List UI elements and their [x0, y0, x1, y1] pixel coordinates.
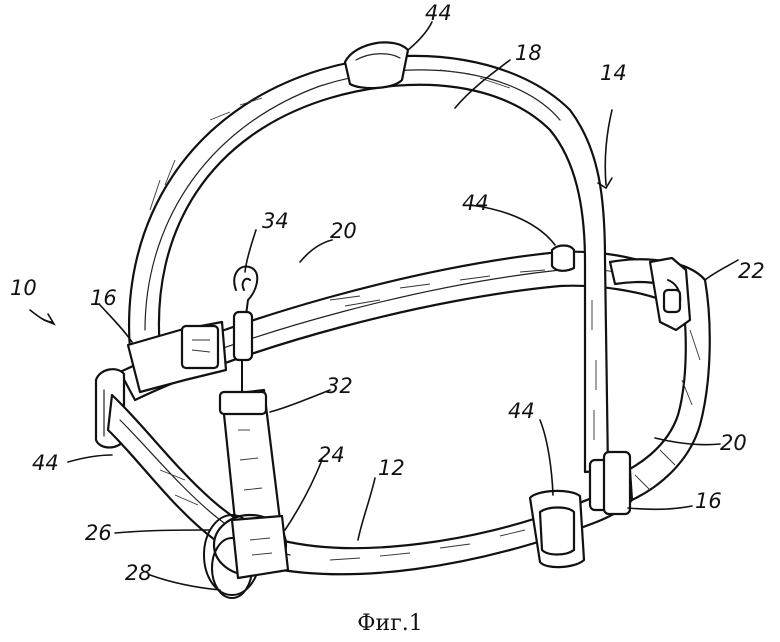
label-34: 34 — [262, 209, 289, 233]
keeper-loop-44-front — [528, 489, 586, 569]
label-16-right: 16 — [695, 489, 722, 513]
label-20-right: 20 — [720, 431, 747, 455]
left-junction-16 — [126, 320, 228, 394]
keeper-loop-44-top — [343, 41, 410, 90]
reference-labels: 44 18 14 44 34 20 22 10 16 32 44 20 24 4… — [10, 1, 765, 585]
label-28: 28 — [125, 561, 152, 585]
label-22: 22 — [738, 259, 765, 283]
snap-hook-34 — [232, 265, 259, 393]
label-20-top: 20 — [330, 219, 357, 243]
figure-caption: Фиг.1 — [357, 611, 422, 636]
label-44-mid: 44 — [462, 191, 489, 215]
label-44-left: 44 — [32, 451, 59, 475]
ring-assembly-24-26-28 — [203, 513, 290, 599]
label-26: 26 — [85, 521, 112, 545]
right-junction-16 — [588, 450, 632, 516]
leader-lines — [29, 21, 739, 591]
label-44-front: 44 — [508, 399, 535, 423]
label-16-left: 16 — [90, 286, 117, 310]
top-strap-18 — [127, 54, 610, 474]
label-44-top: 44 — [425, 1, 452, 25]
label-14: 14 — [600, 61, 627, 85]
lead-strap-32 — [218, 388, 282, 532]
buckle-22 — [648, 256, 692, 332]
keeper-loop-44-mid — [550, 244, 576, 272]
label-12: 12 — [378, 456, 405, 480]
label-10: 10 — [10, 276, 37, 300]
label-18: 18 — [515, 41, 542, 65]
label-24: 24 — [318, 443, 345, 467]
label-32: 32 — [326, 374, 353, 398]
